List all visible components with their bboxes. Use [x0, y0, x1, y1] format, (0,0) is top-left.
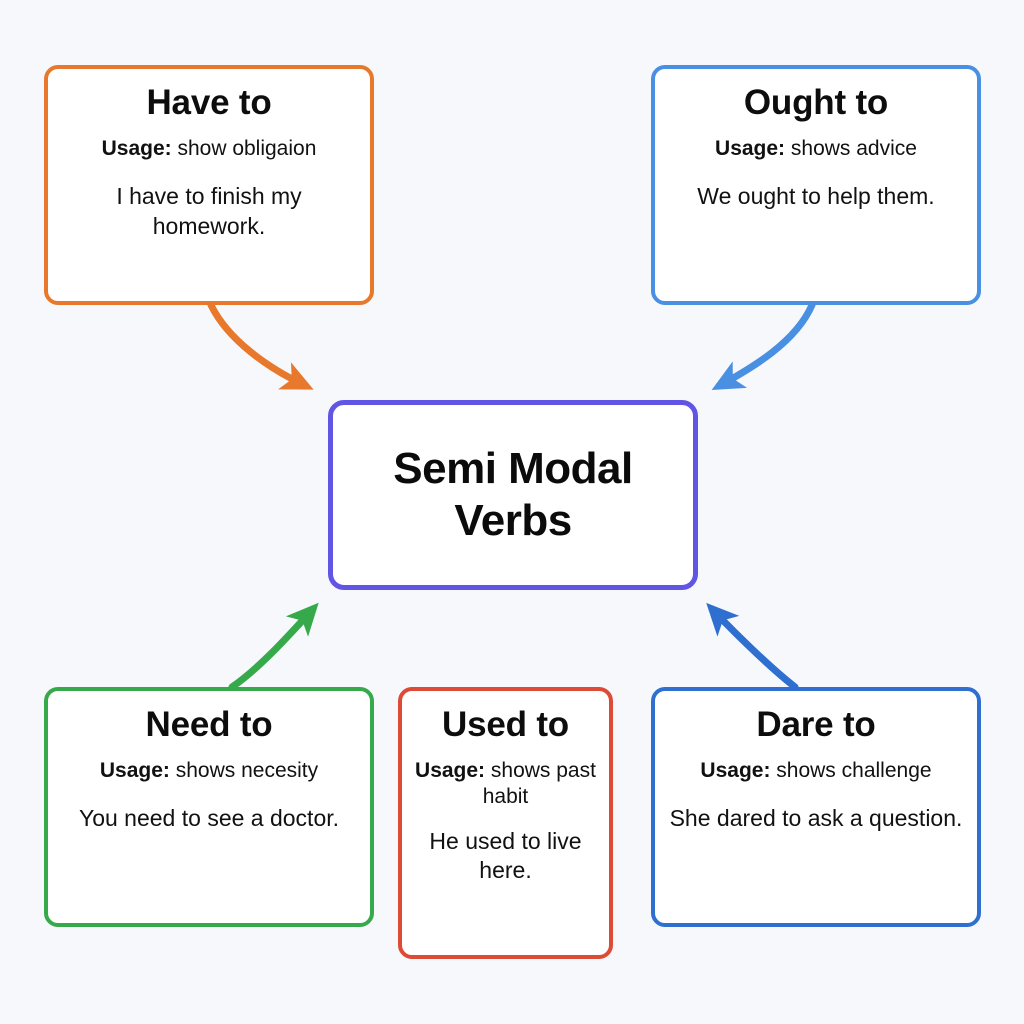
node-used-to-usage: Usage: shows past habit [410, 758, 601, 811]
node-ought-to-title: Ought to [743, 83, 889, 122]
node-need-to-usage: Usage: shows necesity [100, 758, 318, 784]
node-dare-to-title: Dare to [756, 705, 876, 744]
node-dare-to-example: She dared to ask a question. [669, 805, 963, 832]
usage-label: Usage: [101, 137, 172, 161]
usage-label: Usage: [700, 759, 771, 783]
node-ought-to[interactable]: Ought to Usage: shows advice We ought to… [651, 65, 981, 305]
usage-label: Usage: [715, 137, 786, 161]
connector-dare-to-to-center [706, 602, 799, 691]
node-need-to-title: Need to [145, 705, 273, 744]
center-node-title: Semi Modal Verbs [393, 444, 633, 545]
node-used-to-title: Used to [442, 705, 569, 744]
usage-text: shows challenge [770, 759, 932, 783]
usage-label: Usage: [415, 759, 486, 783]
node-semi-modal-verbs[interactable]: Semi Modal Verbs [328, 400, 698, 590]
usage-text: shows advice [785, 137, 917, 161]
node-need-to-example: You need to see a doctor. [78, 805, 340, 832]
connector-ought-to-to-center [711, 301, 816, 391]
node-need-to[interactable]: Need to Usage: shows necesity You need t… [44, 687, 374, 927]
usage-label: Usage: [99, 759, 170, 783]
node-have-to[interactable]: Have to Usage: show obligaion I have to … [44, 65, 374, 305]
node-have-to-example: I have to finish my homework. [116, 183, 302, 239]
node-ought-to-usage: Usage: shows advice [715, 136, 917, 162]
node-dare-to[interactable]: Dare to Usage: shows challenge She dared… [651, 687, 981, 927]
usage-text: show obligaion [171, 137, 317, 161]
node-dare-to-usage: Usage: shows challenge [700, 758, 931, 784]
node-used-to-example: He used to live here. [429, 827, 582, 884]
connector-need-to-to-center [228, 602, 319, 691]
node-have-to-usage: Usage: show obligaion [102, 136, 317, 162]
node-used-to[interactable]: Used to Usage: shows past habit He used … [398, 687, 613, 959]
node-ought-to-example: We ought to help them. [697, 183, 935, 210]
connector-have-to-to-center [207, 301, 314, 390]
usage-text: shows past habit [482, 759, 596, 809]
usage-text: shows necesity [169, 759, 319, 783]
node-have-to-title: Have to [146, 83, 272, 122]
